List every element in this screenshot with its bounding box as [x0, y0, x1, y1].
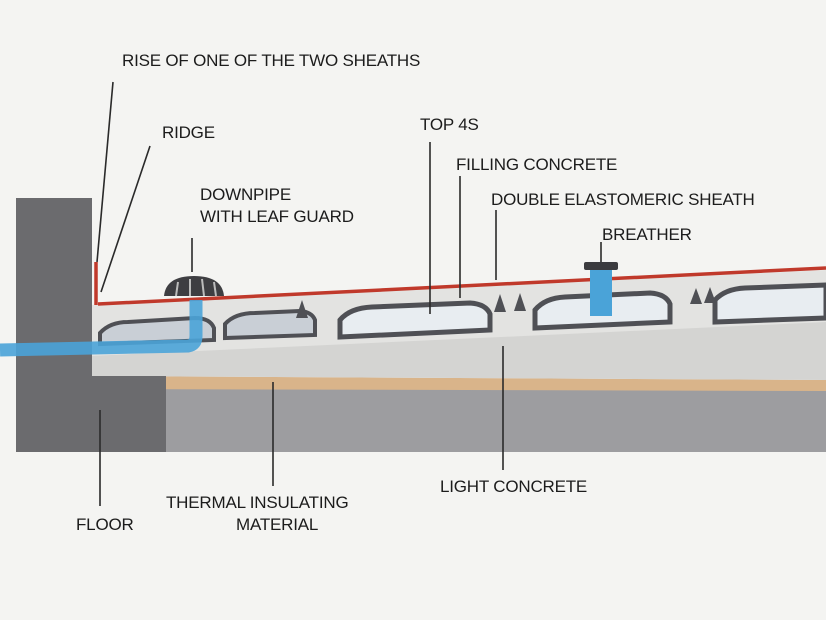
label-downpipe-line2: WITH LEAF GUARD: [200, 207, 354, 226]
label-breather: BREATHER: [602, 225, 692, 244]
floor-slab: [90, 388, 826, 452]
label-downpipe-line1: DOWNPIPE: [200, 185, 291, 204]
breather-vent-icon: [584, 262, 618, 316]
water-outflow-pipe: [0, 300, 203, 357]
label-light-concrete: LIGHT CONCRETE: [440, 477, 587, 496]
wall-footing: [16, 376, 166, 452]
rise-sheath-leader: [96, 81, 114, 263]
label-floor: FLOOR: [76, 515, 134, 534]
light-concrete-layer: [90, 320, 826, 380]
leaf-guard-dome-icon: [164, 276, 224, 297]
label-top4s: TOP 4S: [420, 115, 479, 134]
ridge-leader: [100, 145, 151, 293]
label-thermal-line2: MATERIAL: [236, 515, 318, 534]
double-elastomeric-sheath: [97, 266, 826, 306]
top4s-formwork: [98, 282, 826, 347]
label-ridge: RIDGE: [162, 123, 215, 142]
label-filling-concrete: FILLING CONCRETE: [456, 155, 617, 174]
thermal-insulation-layer: [90, 376, 826, 391]
label-double-sheath: DOUBLE ELASTOMERIC SHEATH: [491, 190, 755, 209]
label-rise-sheath: RISE OF ONE OF THE TWO SHEATHS: [122, 51, 420, 70]
label-thermal-line1: THERMAL INSULATING: [166, 493, 348, 512]
